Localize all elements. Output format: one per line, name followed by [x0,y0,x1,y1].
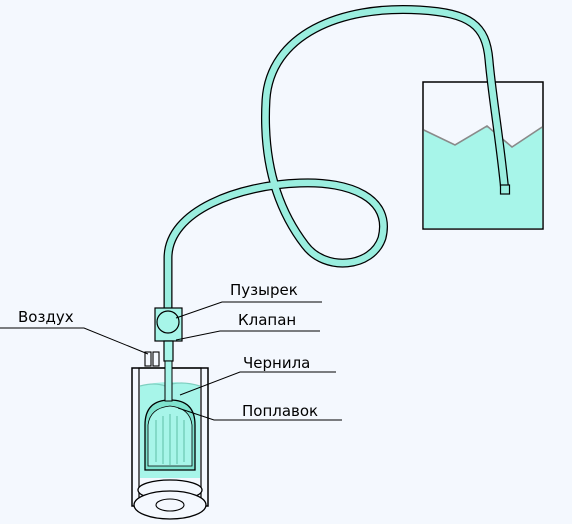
air-inlet [144,351,160,367]
leader-ink [179,371,336,396]
outlet-hole [155,498,185,512]
reservoir-ink [423,126,543,229]
feed-tube [163,4,511,310]
label-float: Поплавок [242,402,318,420]
label-air: Воздух [18,308,74,326]
ink-surface [423,125,543,148]
valve-assembly [154,307,183,362]
tube-end [499,184,511,195]
internal-tube [164,360,173,402]
ink-reservoir [422,81,544,230]
leader-lines [0,301,342,421]
air-inlet-tube-2 [152,351,160,367]
label-valve: Клапан [238,311,296,329]
leader-float [177,407,342,421]
bubble [156,310,180,334]
leader-valve [175,330,320,341]
valve-stem [163,340,174,362]
tube-ink [164,6,509,310]
air-inlet-tube [144,351,152,367]
label-bubble: Пузырек [230,281,298,299]
leader-bubble [175,301,322,319]
cartridge [131,360,209,520]
label-ink: Чернила [243,354,310,372]
leader-air [0,327,149,355]
